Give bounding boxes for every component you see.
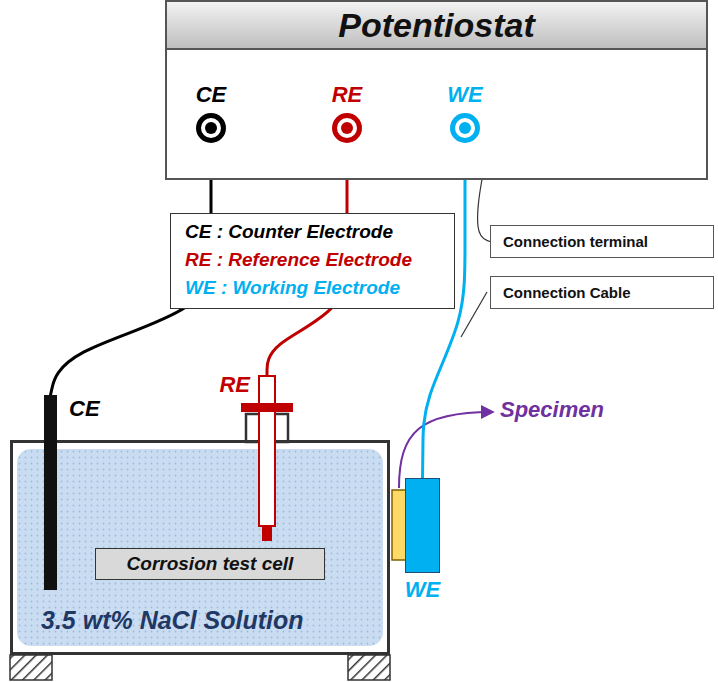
solution-label: 3.5 wt% NaCl Solution: [41, 607, 304, 635]
working-electrode: WE: [405, 478, 440, 573]
instrument-title: Potentiostat: [167, 2, 706, 50]
nacl-solution: [17, 449, 383, 646]
electrode-label: RE: [219, 373, 250, 397]
reference-tip: [262, 526, 272, 541]
node-detail: [459, 122, 471, 134]
terminal: WE: [450, 113, 480, 143]
corrosion-cell: 3.5 wt% NaCl Solution Corrosion test cell: [10, 440, 390, 655]
cell-foot: [348, 655, 390, 680]
reference-electrode: RE: [258, 375, 276, 527]
legend-line: RE : Reference Electrode: [185, 246, 440, 274]
callout-box: Connection terminal: [490, 225, 714, 258]
terminal-label: CE: [196, 83, 227, 107]
legend-box: CE : Counter ElectrodeRE : Reference Ele…: [170, 213, 455, 309]
terminal: RE: [332, 113, 362, 143]
cell-label-box: Corrosion test cell: [95, 548, 325, 580]
terminal-label: RE: [332, 83, 363, 107]
node-detail: [241, 403, 293, 412]
part-label: Specimen: [500, 398, 604, 422]
legend-line: CE : Counter Electrode: [185, 218, 440, 246]
callout-text: Connection terminal: [503, 226, 701, 257]
electrode-label: WE: [405, 578, 440, 602]
node-detail: [341, 122, 353, 134]
counter-electrode: CE: [44, 395, 57, 590]
node-detail: [205, 122, 217, 134]
callout-box: Connection Cable: [490, 276, 714, 309]
potentiostat-box: PotentiostatCE RE WE: [165, 0, 708, 180]
callout-text: Connection Cable: [503, 277, 701, 308]
specimen: [392, 490, 406, 560]
terminal: CE: [196, 113, 226, 143]
terminal-label: WE: [447, 83, 482, 107]
specimen-leader: [399, 412, 492, 488]
electrode-label: CE: [69, 397, 100, 421]
legend-line: WE : Working Electrode: [185, 274, 440, 302]
cell-label: Corrosion test cell: [110, 549, 310, 578]
connection-cable: [423, 143, 466, 478]
cell-foot: [10, 655, 52, 680]
cable-leader: [461, 292, 487, 337]
